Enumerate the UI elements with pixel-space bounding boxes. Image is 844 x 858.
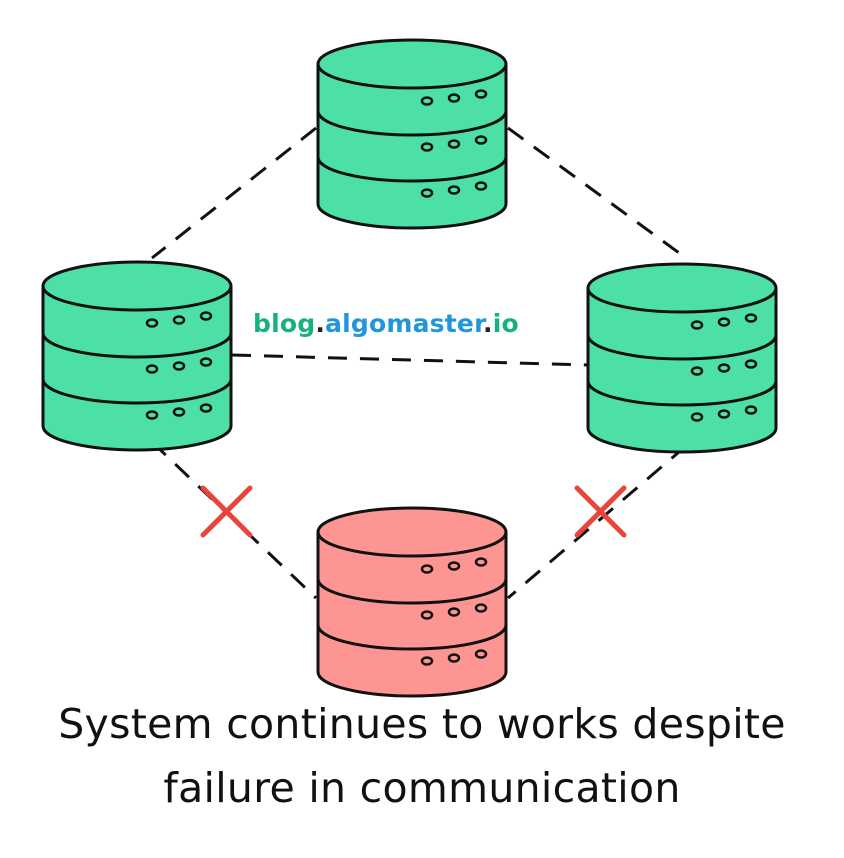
node-right-database-icon: [586, 262, 778, 454]
caption-line-1: System continues to works despite: [58, 700, 786, 748]
watermark-dot: .: [315, 309, 326, 338]
watermark-algomaster: algomaster: [325, 309, 484, 338]
node-bottom-database-icon: [316, 506, 508, 698]
watermark-dot: .: [483, 309, 493, 338]
link-top-right: [507, 126, 687, 260]
link-right-bottom: [507, 444, 687, 600]
watermark-blog: blog: [253, 309, 316, 338]
watermark-io: io: [492, 309, 519, 338]
link-top-left: [151, 126, 317, 260]
caption-line-2: failure in communication: [163, 764, 681, 812]
watermark: blog.algomaster.io: [253, 309, 519, 338]
link-left-right: [231, 353, 589, 367]
node-top-database-icon: [316, 38, 508, 230]
failure-cross-icon-right: [574, 485, 627, 538]
node-left-database-icon: [41, 260, 233, 452]
failure-cross-icon-left: [200, 485, 253, 538]
